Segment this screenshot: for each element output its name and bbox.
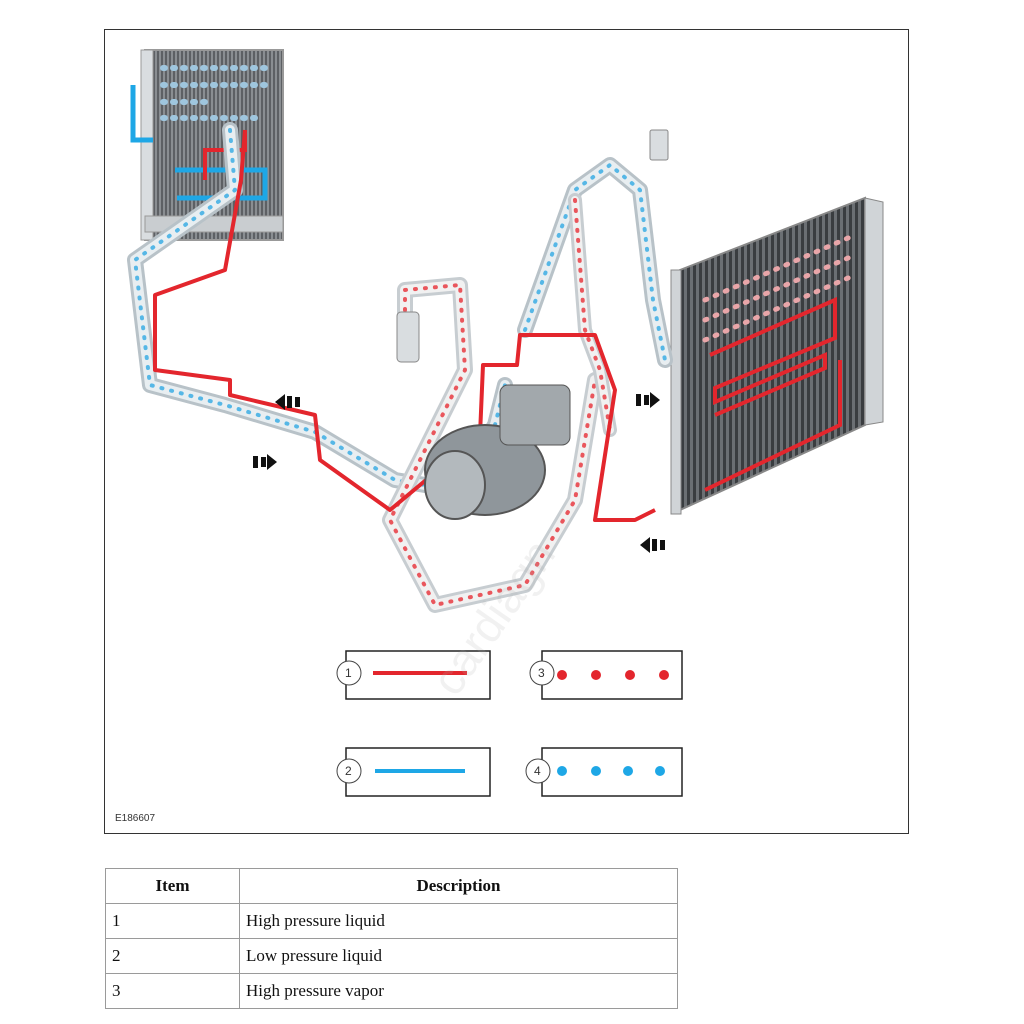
legend: 1 3 2 4 — [336, 650, 683, 797]
refrigerant-lines — [127, 122, 673, 613]
diagram-frame: 1 3 2 4 c — [104, 29, 909, 834]
flow-arrows — [253, 392, 665, 553]
legend-number-1: 1 — [345, 666, 352, 680]
header-description: Description — [239, 868, 678, 904]
table-row: 2 Low pressure liquid — [105, 938, 678, 974]
compressor — [424, 384, 571, 520]
cell-description: Low pressure liquid — [239, 938, 678, 974]
legend-item-4: 4 — [525, 747, 683, 797]
legend-item-3: 3 — [529, 650, 683, 700]
legend-number-3: 3 — [538, 666, 545, 680]
cell-item: 3 — [105, 973, 240, 1009]
legend-number-4: 4 — [534, 764, 541, 778]
legend-item-2: 2 — [336, 747, 491, 797]
cell-item: 1 — [105, 903, 240, 939]
condenser — [670, 196, 884, 515]
cell-description: High pressure liquid — [239, 903, 678, 939]
table-row: 1 High pressure liquid — [105, 903, 678, 939]
items-table: Item Description 1 High pressure liquid … — [105, 868, 678, 1009]
ac-system-diagram: 1 3 2 4 — [127, 49, 884, 797]
table-row: 3 High pressure vapor — [105, 973, 678, 1009]
legend-number-2: 2 — [345, 764, 352, 778]
table-header-row: Item Description — [105, 868, 678, 904]
legend-item-1: 1 — [336, 650, 491, 700]
receiver-dryer — [396, 311, 420, 363]
pressure-switch — [649, 129, 669, 161]
high-pressure-liquid-line — [153, 129, 656, 522]
header-item: Item — [105, 868, 240, 904]
figure-id: E186607 — [115, 813, 156, 824]
cell-item: 2 — [105, 938, 240, 974]
cell-description: High pressure vapor — [239, 973, 678, 1009]
